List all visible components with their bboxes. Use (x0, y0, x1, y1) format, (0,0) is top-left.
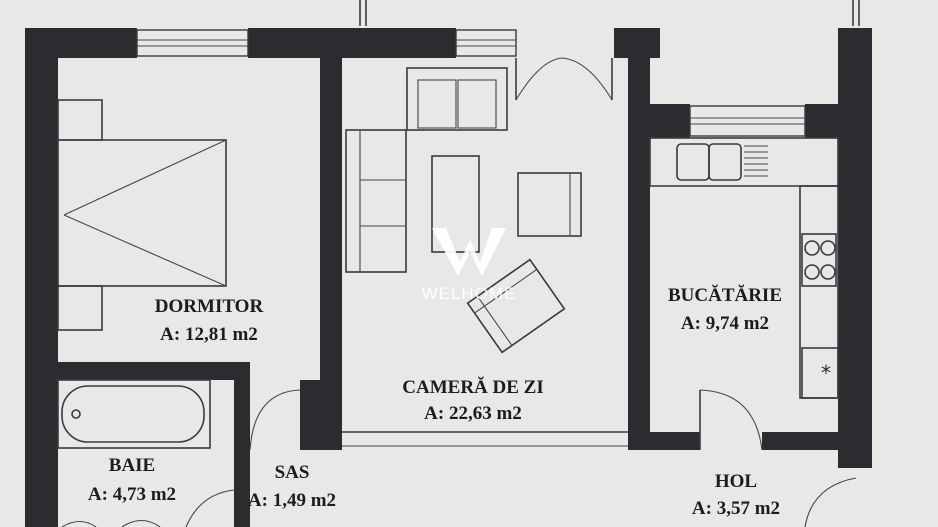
windows (136, 0, 860, 137)
room-area-hol: A: 3,57 m2 (692, 498, 780, 519)
svg-text:*: * (821, 361, 831, 385)
bathtub-icon (57, 379, 211, 449)
wall-top-1 (25, 28, 137, 58)
fridge-icon: * (801, 347, 839, 399)
window-kitchen (689, 105, 806, 137)
wall-kitchen-top-a (650, 104, 690, 138)
watermark: WELHOME (422, 228, 517, 303)
room-name-dormitor: DORMITOR (155, 296, 264, 317)
label-camera-de-zi: CAMERĂ DE ZI A: 22,63 m2 (402, 376, 543, 424)
wall-kitchen-bottom-b (762, 432, 840, 450)
stove-icon (801, 233, 837, 287)
w-logo-icon (432, 228, 506, 276)
room-area-bucatarie: A: 9,74 m2 (681, 313, 769, 334)
armchair-rotated-icon (466, 258, 566, 354)
wall-sas-right (300, 380, 320, 450)
armchair-icon (517, 172, 582, 237)
wall-kitchen-bottom-a (650, 432, 700, 450)
window-bedroom (136, 29, 249, 57)
entrance-door (804, 477, 857, 527)
toilet-edge (61, 520, 97, 527)
kitchen-door (699, 389, 763, 451)
room-name-bucatarie: BUCĂTĂRIE (668, 284, 782, 306)
wall-top-2 (248, 28, 456, 58)
wall-outer-left (25, 28, 58, 527)
room-name-camera-de-zi: CAMERĂ DE ZI (402, 376, 543, 398)
room-name-baie: BAIE (109, 455, 155, 476)
window-living-room (455, 29, 517, 57)
room-area-camera-de-zi: A: 22,63 m2 (424, 403, 522, 424)
label-sas: SAS A: 1,49 m2 (248, 462, 336, 511)
sink-icon (676, 143, 768, 181)
wall-outer-right (838, 28, 872, 468)
bed-icon (57, 99, 227, 331)
room-name-sas: SAS (275, 462, 310, 483)
sas-doors (185, 389, 301, 527)
wall-kitchen-left (628, 28, 650, 450)
label-hol: HOL A: 3,57 m2 (692, 471, 780, 519)
room-area-dormitor: A: 12,81 m2 (160, 324, 258, 345)
sink-edge (121, 519, 161, 527)
room-name-hol: HOL (715, 471, 757, 492)
kitchen-counter (649, 137, 839, 399)
walls (25, 28, 872, 527)
room-area-sas: A: 1,49 m2 (248, 490, 336, 511)
label-baie: BAIE A: 4,73 m2 (88, 455, 176, 505)
wall-bathroom-top (58, 362, 248, 380)
wall-bathroom-right (234, 362, 250, 527)
wall-bedroom-living (320, 58, 342, 450)
room-area-baie: A: 4,73 m2 (88, 484, 176, 505)
balcony-door (515, 57, 613, 101)
wall-kitchen-top-b (805, 104, 840, 138)
label-dormitor: DORMITOR A: 12,81 m2 (155, 296, 264, 345)
watermark-text: WELHOME (422, 284, 517, 303)
label-bucatarie: BUCĂTĂRIE A: 9,74 m2 (668, 284, 782, 334)
sofa-icon (345, 67, 508, 273)
